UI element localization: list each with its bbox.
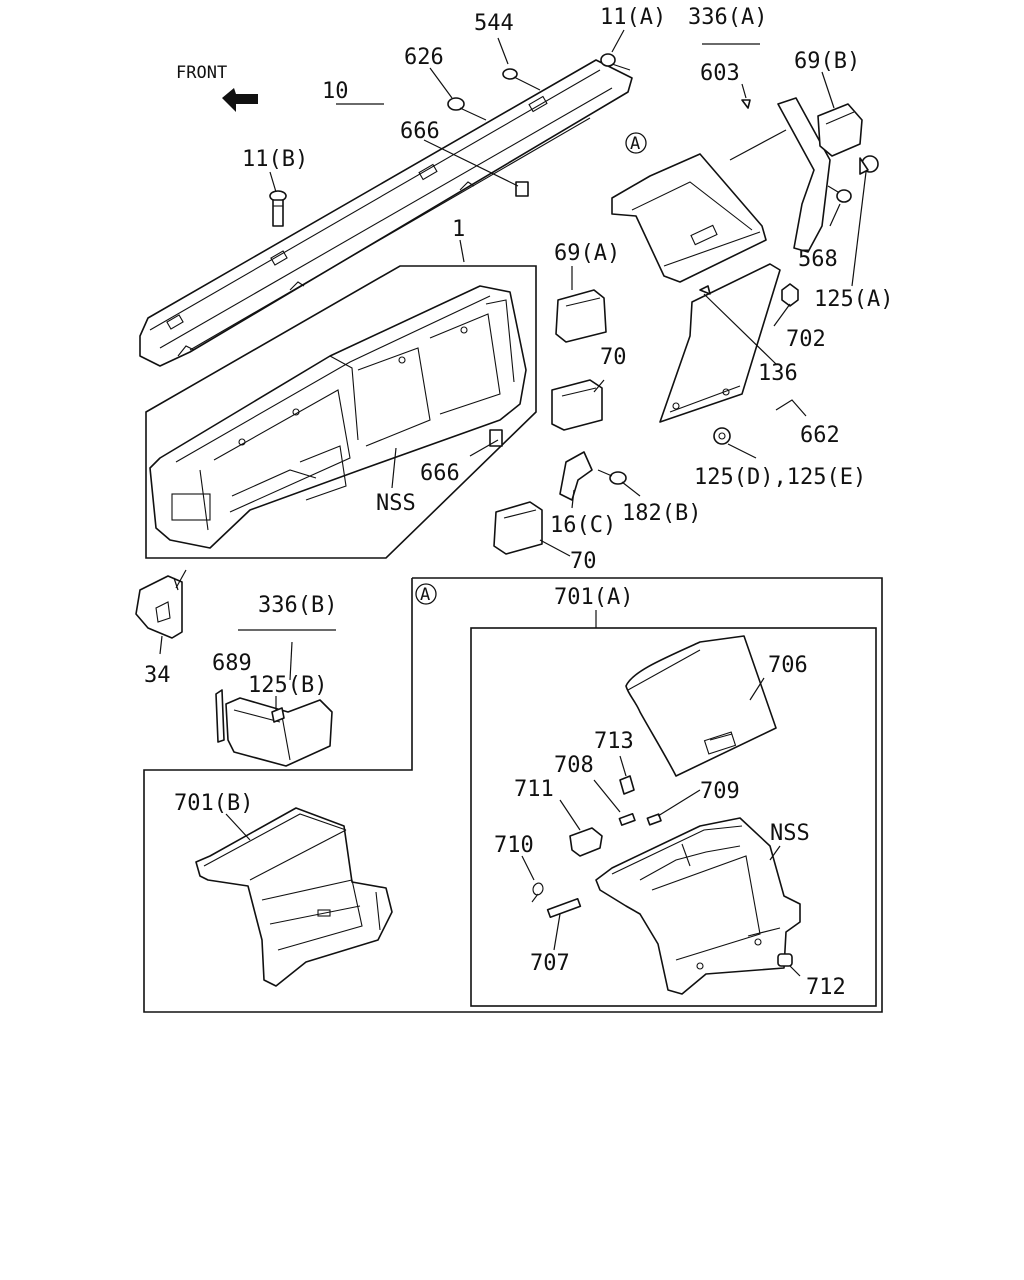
vent-70-lower: [493, 501, 543, 555]
bracket-336a: [777, 97, 831, 253]
strip-689: [215, 689, 225, 743]
callout-a-upper-text: A: [630, 134, 640, 154]
label-568: 568: [798, 247, 838, 272]
bolt-544: [502, 68, 541, 91]
pin-709: [646, 813, 662, 826]
clip-16c: [559, 451, 593, 501]
label-626: 626: [404, 45, 444, 70]
nut-702: [781, 283, 799, 307]
rivet-125a: [859, 155, 879, 175]
clip-136: [699, 285, 711, 295]
label-603: 603: [700, 61, 740, 86]
vent-69a: [555, 289, 607, 343]
callout-a-detail-text: A: [420, 585, 430, 605]
label-1: 1: [452, 217, 465, 242]
assembly-frame-1: [145, 265, 537, 559]
label-713: 713: [594, 729, 634, 754]
clip-666-mid: [489, 429, 503, 447]
label-689: 689: [212, 651, 252, 676]
detail-frame-a: [143, 577, 883, 1013]
label-666-top: 666: [400, 119, 440, 144]
callout-a-upper: A: [625, 132, 647, 154]
bolt-11b: [269, 190, 287, 227]
label-666-mid: 666: [420, 461, 460, 486]
cover-34: [135, 575, 183, 639]
label-69b: 69(B): [794, 49, 860, 74]
label-70-lower: 70: [570, 549, 597, 574]
label-701b: 701(B): [174, 791, 253, 816]
clip-666-top: [515, 181, 529, 197]
glove-box-upper-a: [611, 153, 767, 283]
label-10: 10: [322, 79, 349, 104]
label-711: 711: [514, 777, 554, 802]
label-125a: 125(A): [814, 287, 893, 312]
label-125de: 125(D),125(E): [694, 465, 866, 490]
screw-603: [741, 99, 751, 109]
bumper-712: [777, 953, 793, 967]
hinge-707: [546, 897, 582, 919]
label-336b: 336(B): [258, 593, 337, 618]
label-125b: 125(B): [248, 673, 327, 698]
label-708: 708: [554, 753, 594, 778]
glove-box-lid-706: [625, 635, 777, 777]
label-701a: 701(A): [554, 585, 633, 610]
pin-708: [618, 812, 636, 826]
label-11a: 11(A): [600, 5, 666, 30]
label-702: 702: [786, 327, 826, 352]
label-182b: 182(B): [622, 501, 701, 526]
screw-182b: [597, 469, 627, 485]
screw-11a: [600, 53, 631, 71]
label-707: 707: [530, 951, 570, 976]
front-arrow-icon: [222, 88, 258, 112]
upper-trim-panel-10: [139, 59, 633, 367]
label-710: 710: [494, 833, 534, 858]
label-nss-lower: NSS: [770, 821, 810, 846]
detail-frame-701a: [470, 627, 877, 1007]
vent-70-upper: [551, 379, 603, 431]
label-11b: 11(B): [242, 147, 308, 172]
label-70-upper: 70: [600, 345, 627, 370]
screw-568: [827, 185, 852, 203]
label-nss-upper: NSS: [376, 491, 416, 516]
label-709: 709: [700, 779, 740, 804]
bracket-711: [569, 827, 603, 857]
rivet-125de: [713, 427, 731, 445]
label-69a: 69(A): [554, 241, 620, 266]
label-662: 662: [800, 423, 840, 448]
label-16c: 16(C): [550, 513, 616, 538]
leader-lines: [159, 29, 867, 977]
nut-626: [447, 97, 487, 121]
clip-125b: [271, 707, 285, 723]
label-136: 136: [758, 361, 798, 386]
label-336a: 336(A): [688, 5, 767, 30]
glove-box-701a: [595, 817, 801, 995]
glove-box-701b: [195, 807, 393, 987]
spring-710: [531, 882, 544, 903]
label-706: 706: [768, 653, 808, 678]
instrument-panel-1: [149, 285, 527, 549]
label-712: 712: [806, 975, 846, 1000]
side-panel-336b: [225, 697, 333, 767]
lower-cover-662: [659, 263, 781, 423]
callout-a-detail: A: [415, 583, 437, 605]
front-label: FRONT: [176, 63, 227, 83]
vent-69b: [817, 103, 863, 157]
latch-713: [619, 775, 635, 795]
label-34: 34: [144, 663, 171, 688]
label-544: 544: [474, 11, 514, 36]
